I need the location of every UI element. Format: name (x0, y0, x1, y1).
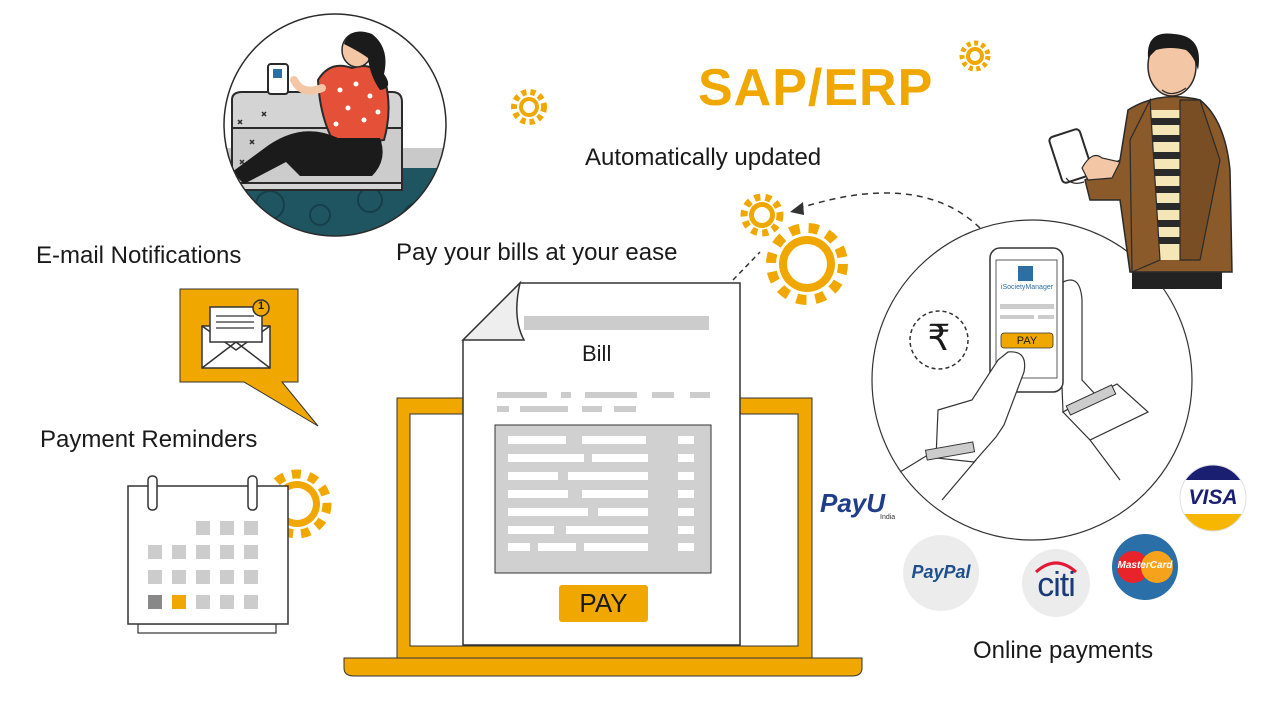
phone-payment-illustration (871, 219, 1193, 541)
bill-document-icon (461, 280, 741, 646)
automatically-updated-label: Automatically updated (585, 144, 822, 171)
paypal-wordmark: PayPal (911, 562, 971, 582)
woman-on-sofa-illustration (223, 13, 447, 237)
sap-erp-title: SAP/ERP (698, 59, 934, 117)
visa-wordmark: VISA (1188, 486, 1238, 509)
envelope-icon (179, 288, 319, 427)
email-notifications-label: E-mail Notifications (36, 242, 242, 269)
gear-icon (511, 89, 547, 125)
sync-arrow (799, 192, 981, 229)
connector-line (732, 251, 761, 281)
calendar-icon (127, 475, 289, 634)
phone-app-name: iSocietyManager (1000, 284, 1054, 291)
arrow-head-icon (790, 202, 804, 215)
citi-logo (1022, 549, 1090, 617)
pay-bills-label: Pay your bills at your ease (396, 239, 678, 266)
pay-button[interactable]: PAY (559, 585, 648, 622)
paypal-logo (903, 535, 979, 611)
phone-pay-button[interactable]: PAY (1016, 335, 1038, 347)
rupee-symbol: ₹ (927, 317, 951, 358)
gear-icon (766, 223, 848, 305)
payu-logo: PayU (820, 488, 886, 518)
notification-badge: 1 (257, 300, 265, 312)
payment-reminders-label: Payment Reminders (40, 426, 258, 453)
citi-wordmark: citi (1037, 566, 1076, 604)
online-payments-label: Online payments (973, 637, 1154, 664)
man-with-tablet-illustration (1048, 33, 1233, 289)
gear-icon (740, 193, 784, 237)
payu-region: India (880, 514, 896, 521)
rupee-icon (909, 310, 969, 370)
mastercard-logo (1112, 534, 1178, 600)
gear-icon (959, 40, 991, 72)
mastercard-wordmark: MasterCard (1117, 560, 1173, 571)
bill-title: Bill (582, 341, 612, 366)
